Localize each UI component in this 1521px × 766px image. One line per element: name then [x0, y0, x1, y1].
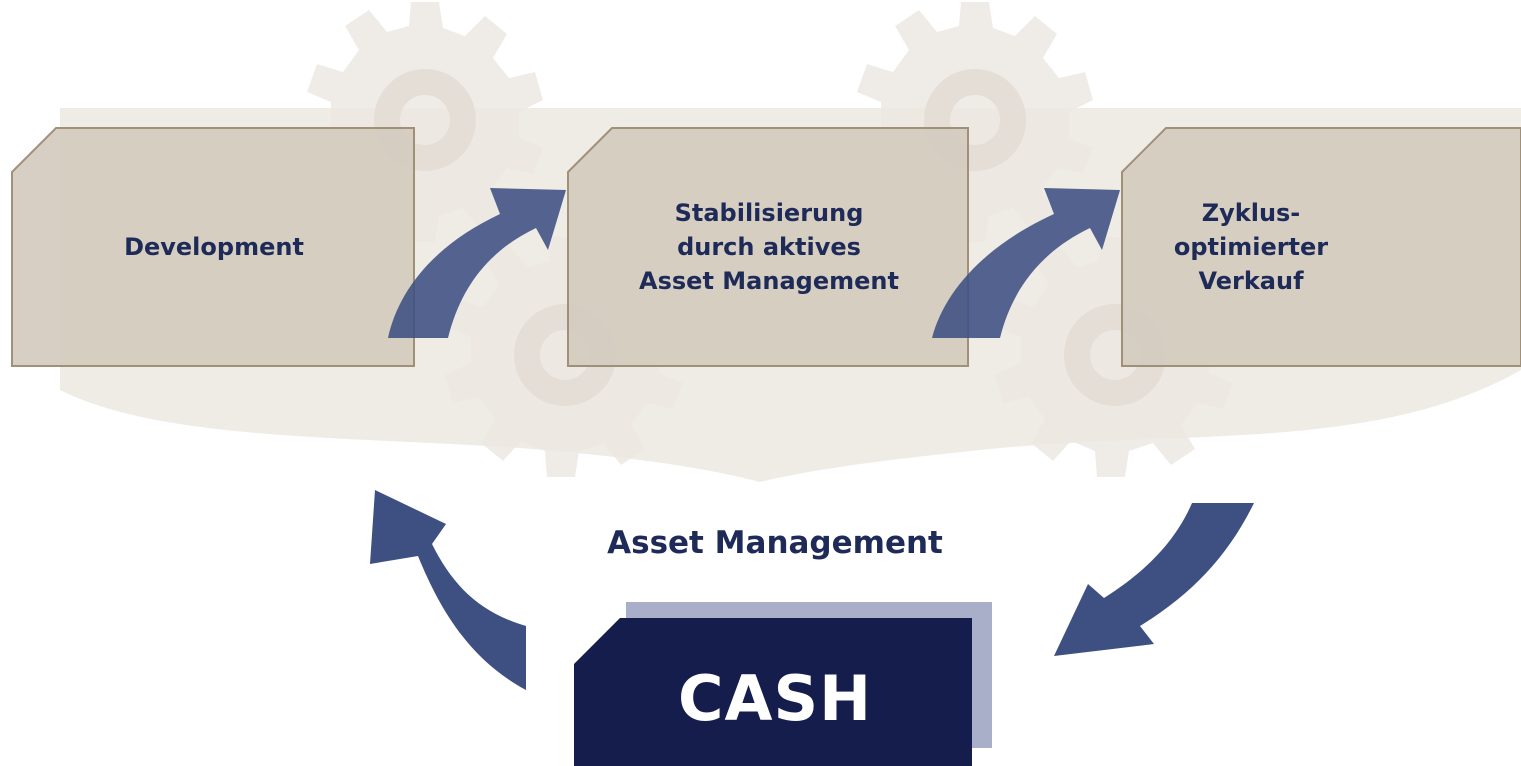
curved-arrow-icon — [388, 188, 566, 338]
curved-arrow-icon — [1054, 503, 1254, 656]
stage-box-verkauf — [1121, 127, 1521, 367]
curved-arrow-icon — [370, 490, 526, 690]
cycle-label: Asset Management — [607, 525, 943, 561]
curved-arrow-icon — [932, 188, 1120, 338]
stage-label-stabilisierung: Stabilisierung durch aktives Asset Manag… — [639, 199, 899, 295]
stage-arrows — [388, 188, 1120, 338]
cycle-arrows — [370, 490, 1254, 690]
stage-box-stabilisierung — [567, 127, 969, 367]
cash-block — [574, 602, 992, 766]
cash-box — [574, 618, 972, 766]
stage-boxes — [11, 127, 1521, 367]
cash-label: CASH — [677, 661, 873, 735]
stage-label-development: Development — [124, 233, 304, 261]
stage-box-development — [11, 127, 415, 367]
stage-label-verkauf: Zyklus- optimierter Verkauf — [1173, 199, 1329, 295]
